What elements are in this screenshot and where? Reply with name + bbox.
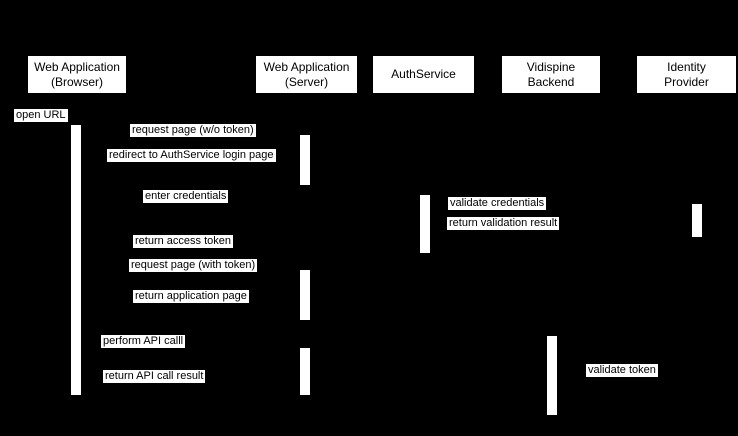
activation-bar-identity-provider bbox=[692, 204, 702, 237]
participant-label: (Server) bbox=[284, 74, 329, 89]
message-request-page-with-token: request page (with token) bbox=[129, 259, 258, 272]
participant-label: Web Application bbox=[263, 59, 350, 74]
message-enter-credentials: enter credentials bbox=[143, 190, 229, 203]
activation-bar-browser bbox=[71, 125, 81, 395]
participant-label: (Browser) bbox=[50, 74, 103, 89]
message-request-page-wo-token: request page (w/o token) bbox=[130, 124, 256, 137]
activation-bar-authservice bbox=[420, 195, 430, 253]
message-return-api-call-result: return API call result bbox=[103, 370, 206, 383]
participant-label: Web Application bbox=[34, 59, 120, 74]
message-validate-token: validate token bbox=[586, 364, 658, 377]
participant-vidispine-backend: Vidispine Backend bbox=[502, 56, 600, 93]
message-redirect-to-authservice-login-page: redirect to AuthService login page bbox=[107, 149, 276, 162]
participant-label: Vidispine bbox=[526, 59, 576, 74]
participant-web-application-server: Web Application (Server) bbox=[256, 56, 357, 93]
participant-authservice: AuthService bbox=[373, 56, 474, 93]
participant-web-application-browser: Web Application (Browser) bbox=[28, 56, 126, 93]
participant-label: Provider bbox=[664, 74, 709, 89]
participant-label: Backend bbox=[527, 74, 575, 89]
activation-bar-server-3 bbox=[300, 348, 310, 395]
activation-bar-server-2 bbox=[300, 270, 310, 320]
message-validate-credentials: validate credentials bbox=[448, 197, 547, 210]
activation-bar-vidispine bbox=[547, 336, 557, 415]
message-perform-api-call: perform API calll bbox=[101, 335, 186, 348]
message-open-url: open URL bbox=[14, 109, 68, 122]
message-return-application-page: return application page bbox=[133, 290, 249, 303]
activation-bar-server-1 bbox=[300, 135, 310, 185]
message-return-validation-result: return validation result bbox=[447, 217, 560, 230]
participant-label: AuthService bbox=[391, 67, 456, 81]
message-return-access-token: return access token bbox=[133, 235, 233, 248]
participant-label: Identity bbox=[667, 59, 706, 74]
participant-identity-provider: Identity Provider bbox=[637, 56, 736, 93]
